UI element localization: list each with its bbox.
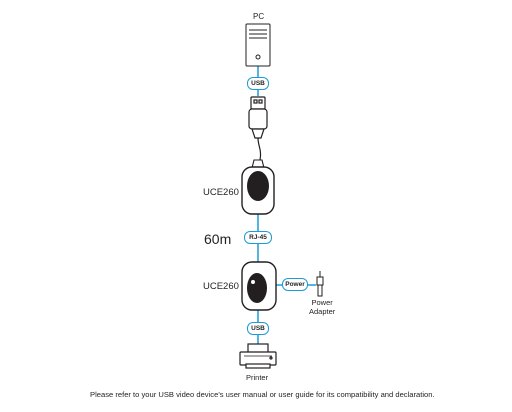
- rj45-pill: RJ-45: [244, 231, 272, 244]
- usb-top-pill: USB: [247, 77, 269, 90]
- pc-tower-icon: [245, 23, 271, 67]
- usb-plug-icon: [248, 96, 268, 161]
- uce260-top-label: UCE260: [203, 187, 239, 198]
- uce260-transmitter-device: [241, 159, 275, 215]
- power-adapter-label: Power Adapter: [309, 298, 335, 316]
- uce260-receiver-device: [241, 261, 277, 311]
- pc-label: PC: [253, 12, 265, 21]
- distance-label: 60m: [204, 231, 232, 247]
- power-adapter-label-line1: Power: [311, 298, 333, 307]
- power-pill: Power: [282, 278, 308, 291]
- printer-icon: [239, 343, 277, 369]
- power-adapter-plug-icon: [316, 271, 324, 297]
- footnote: Please refer to your USB video device's …: [90, 390, 435, 399]
- uce260-bottom-label: UCE260: [203, 281, 239, 292]
- usb-bottom-pill: USB: [247, 322, 269, 335]
- printer-label: Printer: [246, 373, 269, 382]
- power-adapter-label-line2: Adapter: [309, 307, 336, 316]
